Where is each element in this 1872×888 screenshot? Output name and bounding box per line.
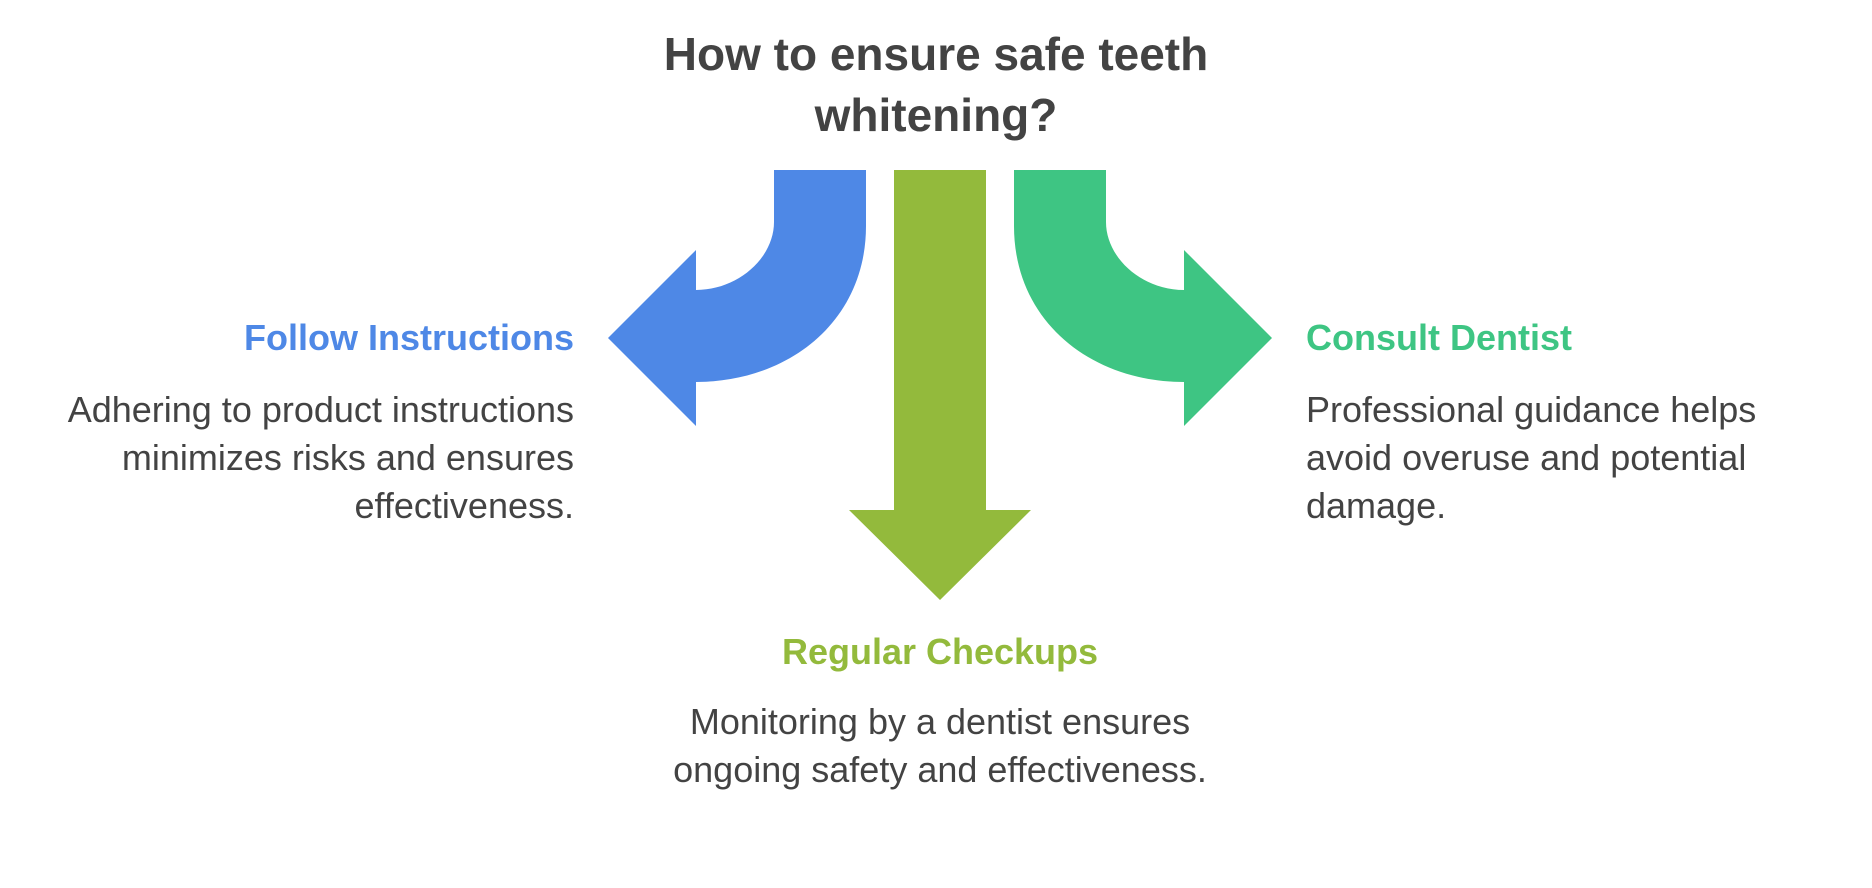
right-curved-arrow: [1014, 170, 1272, 426]
left-curved-arrow: [608, 170, 866, 426]
follow-instructions-title: Follow Instructions: [244, 317, 574, 358]
follow-instructions-description: Adhering to product instructions minimiz…: [67, 389, 574, 526]
consult-dentist-title: Consult Dentist: [1306, 317, 1572, 358]
center-down-arrow: [849, 170, 1031, 600]
consult-dentist-description: Professional guidance helps avoid overus…: [1306, 389, 1757, 526]
regular-checkups-title: Regular Checkups: [781, 631, 1099, 672]
diagram-title: How to ensure safe teeth whitening?: [663, 28, 1209, 141]
regular-checkups-description: Monitoring by a dentist ensures ongoing …: [673, 701, 1207, 790]
